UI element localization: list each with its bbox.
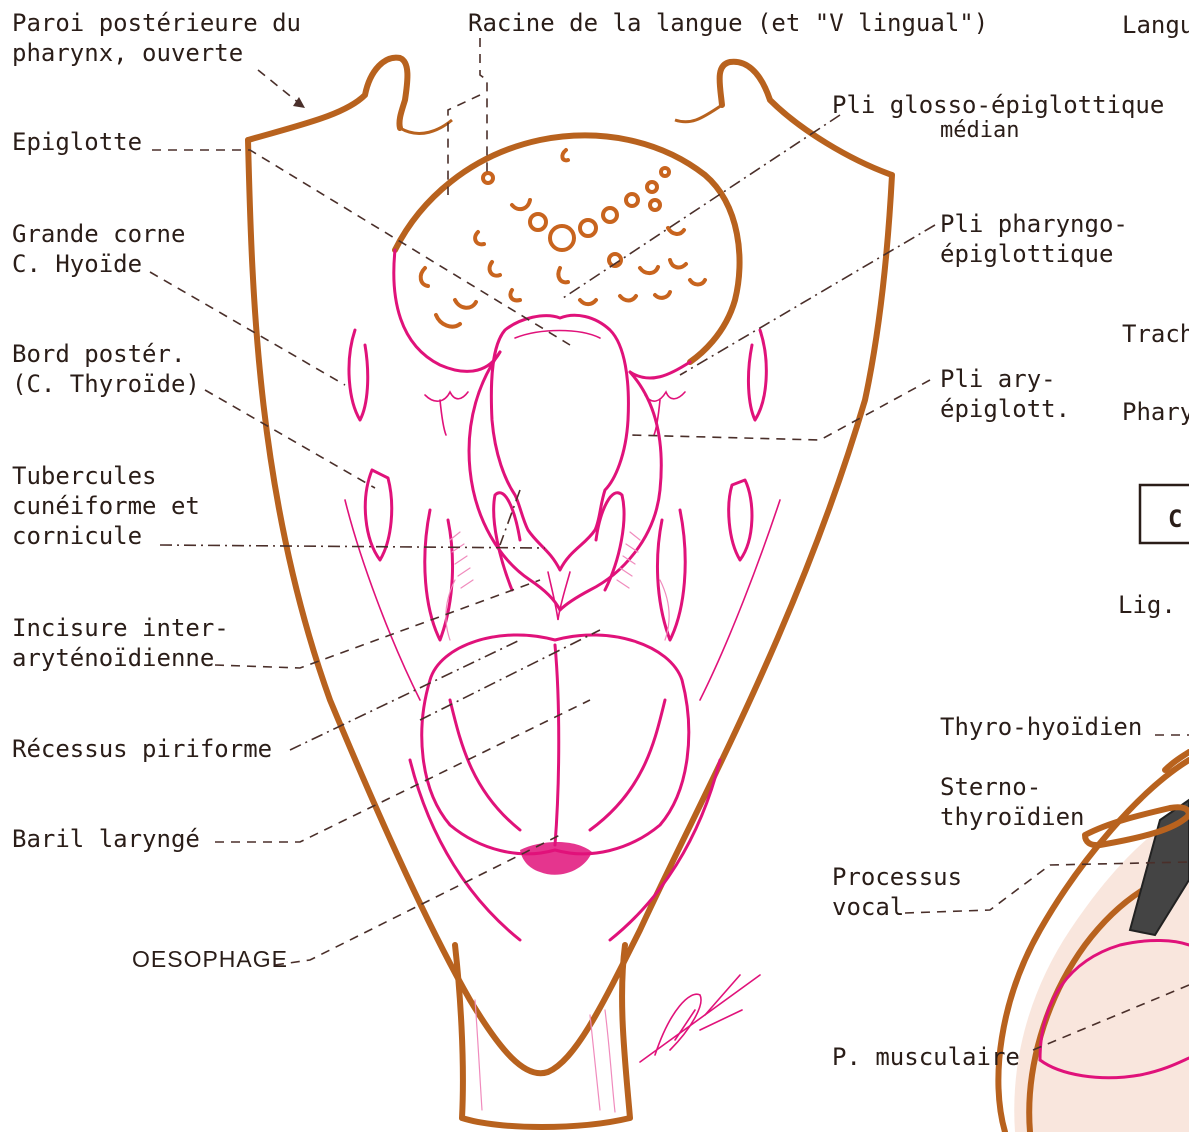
label-oesophage: OESOPHAGE bbox=[132, 946, 288, 972]
label-processus-line2: vocal bbox=[832, 893, 904, 921]
label-pli-glosso-line2: médian bbox=[940, 118, 1019, 143]
label-incisure-line2: aryténoïdienne bbox=[12, 644, 214, 672]
larynx bbox=[345, 315, 780, 940]
label-langue-cut: Langu bbox=[1122, 11, 1189, 39]
label-epiglotte: Epiglotte bbox=[12, 128, 142, 156]
label-recessus: Récessus piriforme bbox=[12, 735, 272, 763]
label-p-musculaire: P. musculaire bbox=[832, 1043, 1020, 1071]
label-tubercules-line3: cornicule bbox=[12, 522, 142, 550]
tongue-root bbox=[394, 135, 740, 378]
label-bord-line1: Bord postér. bbox=[12, 340, 185, 368]
label-baril: Baril laryngé bbox=[12, 825, 200, 853]
label-grande-corne-line1: Grande corne bbox=[12, 220, 185, 248]
label-thyro-hyoidien: Thyro-hyoïdien bbox=[940, 713, 1142, 741]
label-pli-ary-line2: épiglott. bbox=[940, 395, 1070, 423]
boxed-title: C bbox=[1168, 505, 1182, 533]
label-pli-pharyngo-line1: Pli pharyngo- bbox=[940, 210, 1128, 238]
label-sterno-line1: Sterno- bbox=[940, 773, 1041, 801]
pharynx-wall bbox=[248, 58, 892, 1127]
label-lig-cut: Lig. bbox=[1118, 591, 1176, 619]
label-paroi-line1: Paroi postérieure du bbox=[12, 9, 301, 37]
v-lingual-papillae bbox=[421, 150, 705, 327]
label-pli-glosso-line1: Pli glosso-épiglottique bbox=[832, 91, 1164, 119]
artist-signature bbox=[640, 975, 760, 1062]
label-grande-corne-line2: C. Hyoïde bbox=[12, 250, 142, 278]
label-trachee-cut: Trach bbox=[1122, 320, 1189, 348]
label-pharynx-cut: Phary bbox=[1122, 398, 1189, 426]
leader-lines bbox=[150, 38, 1189, 1050]
label-processus-line1: Processus bbox=[832, 863, 962, 891]
label-racine: Racine de la langue (et "V lingual") bbox=[468, 9, 988, 37]
label-tubercules-line1: Tubercules bbox=[12, 462, 157, 490]
labels: Paroi postérieure du pharynx, ouverte Ra… bbox=[12, 9, 1189, 1071]
label-bord-line2: (C. Thyroïde) bbox=[12, 370, 200, 398]
label-pli-ary-line1: Pli ary- bbox=[940, 365, 1056, 393]
label-tubercules-line2: cunéiforme et bbox=[12, 492, 200, 520]
label-paroi-line2: pharynx, ouverte bbox=[12, 39, 243, 67]
label-sterno-line2: thyroïdien bbox=[940, 803, 1085, 831]
label-pli-pharyngo-line2: épiglottique bbox=[940, 240, 1113, 268]
label-incisure-line1: Incisure inter- bbox=[12, 614, 229, 642]
